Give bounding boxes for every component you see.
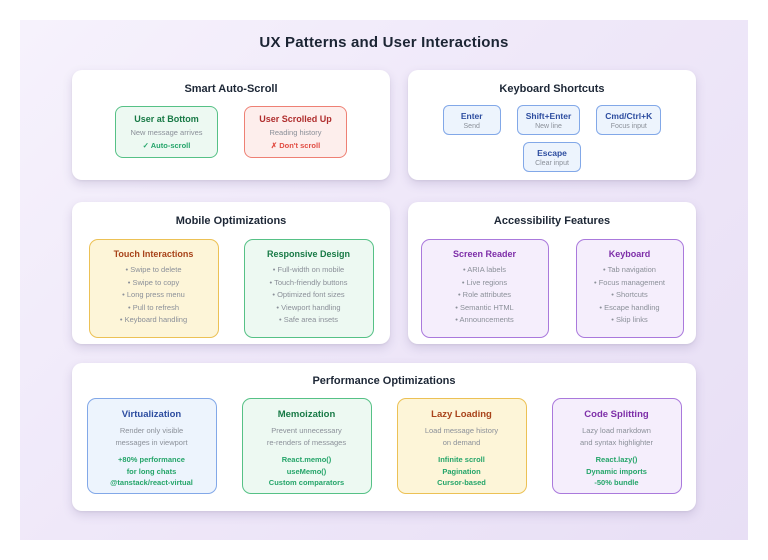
card-highlights: Infinite scroll Pagination Cursor-based xyxy=(437,454,486,489)
keyboard-cards-row-1: Enter Send Shift+Enter New line Cmd/Ctrl… xyxy=(442,105,662,135)
list-item: Touch-friendly buttons xyxy=(255,277,363,290)
panel-accessibility-features: Accessibility Features Screen Reader ARI… xyxy=(408,202,696,344)
panel-title: Performance Optimizations xyxy=(312,375,456,387)
card-desc-line: Prevent unnecessary xyxy=(271,426,342,435)
list-item: Tab navigation xyxy=(587,264,673,277)
card-desc-line: re-renders of messages xyxy=(266,437,347,447)
list-item: Semantic HTML xyxy=(432,302,538,315)
highlight-line: Custom comparators xyxy=(268,478,345,487)
card-desc-line: Lazy load markdown xyxy=(582,426,651,435)
card-title: Virtualization xyxy=(121,409,182,420)
highlight-line: useMemo() xyxy=(286,466,327,476)
highlight-line: React.memo() xyxy=(281,455,332,464)
card-user-at-bottom: User at Bottom New message arrives ✓ Aut… xyxy=(115,106,218,158)
keyboard-cards-row-2: Escape Clear input xyxy=(523,142,581,172)
card-title: Lazy Loading xyxy=(431,409,492,420)
list-item: Keyboard handling xyxy=(100,314,208,327)
smart-cards-row: User at Bottom New message arrives ✓ Aut… xyxy=(115,106,347,158)
card-title: Responsive Design xyxy=(266,249,351,259)
list-item: Full-width on mobile xyxy=(255,264,363,277)
list-item: Live regions xyxy=(432,277,538,290)
card-result: ✗ Don't scroll xyxy=(270,141,321,150)
card-keyboard-access: Keyboard Tab navigation Focus management… xyxy=(575,239,684,338)
highlight-line: Cursor-based xyxy=(437,478,486,487)
card-code-splitting: Code Splitting Lazy load markdown and sy… xyxy=(551,398,682,494)
card-desc-line: and syntax highlighter xyxy=(580,437,653,447)
highlight-line: React.lazy() xyxy=(595,455,638,464)
card-subtitle: New message arrives xyxy=(130,128,203,137)
key-name: Shift+Enter xyxy=(525,111,572,121)
key-action: Focus input xyxy=(610,123,647,130)
card-title: User at Bottom xyxy=(134,114,199,124)
list-item: Viewport handling xyxy=(255,302,363,315)
panel-title: Smart Auto-Scroll xyxy=(184,83,278,95)
card-result: ✓ Auto-scroll xyxy=(142,141,191,150)
mobile-cards-row: Touch Interactions Swipe to delete Swipe… xyxy=(88,239,374,338)
card-desc-line: Load message history xyxy=(424,426,499,435)
card-title: Memoization xyxy=(277,409,336,420)
key-card-cmd-ctrl-k: Cmd/Ctrl+K Focus input xyxy=(596,105,662,135)
card-subtitle: Reading history xyxy=(269,128,322,137)
highlight-line: Infinite scroll xyxy=(438,455,485,464)
card-title: Keyboard xyxy=(608,249,651,259)
key-name: Escape xyxy=(537,148,567,158)
card-screen-reader: Screen Reader ARIA labels Live regions R… xyxy=(420,239,549,338)
list-item: Role attributes xyxy=(432,289,538,302)
card-title: User Scrolled Up xyxy=(259,114,332,124)
card-desc-line: messages in viewport xyxy=(115,437,188,447)
highlight-line: +80% performance xyxy=(118,455,185,464)
key-name: Cmd/Ctrl+K xyxy=(605,111,653,121)
list-item: Escape handling xyxy=(587,302,673,315)
page-title: UX Patterns and User Interactions xyxy=(259,34,509,51)
panel-keyboard-shortcuts: Keyboard Shortcuts Enter Send Shift+Ente… xyxy=(408,70,696,180)
card-touch-interactions: Touch Interactions Swipe to delete Swipe… xyxy=(88,239,219,338)
list-item: Swipe to delete xyxy=(100,264,208,277)
panel-title: Mobile Optimizations xyxy=(175,215,287,227)
card-memoization: Memoization Prevent unnecessary re-rende… xyxy=(241,398,372,494)
highlight-line: for long chats xyxy=(126,466,177,476)
panel-performance-optimizations: Performance Optimizations Virtualization… xyxy=(72,363,696,511)
list-item: Skip links xyxy=(587,314,673,327)
card-title: Screen Reader xyxy=(452,249,517,259)
panel-title: Accessibility Features xyxy=(493,215,611,227)
list-item: Optimized font sizes xyxy=(255,289,363,302)
list-item: Focus management xyxy=(587,277,673,290)
list-item: Pull to refresh xyxy=(100,302,208,315)
card-responsive-design: Responsive Design Full-width on mobile T… xyxy=(243,239,374,338)
card-desc-line: Render only visible xyxy=(119,426,184,435)
panel-smart-auto-scroll: Smart Auto-Scroll User at Bottom New mes… xyxy=(72,70,390,180)
card-lazy-loading: Lazy Loading Load message history on dem… xyxy=(396,398,527,494)
card-highlights: +80% performance for long chats @tanstac… xyxy=(110,454,193,489)
card-highlights: React.memo() useMemo() Custom comparator… xyxy=(269,454,344,489)
card-user-scrolled-up: User Scrolled Up Reading history ✗ Don't… xyxy=(244,106,347,158)
list-item: Announcements xyxy=(432,314,538,327)
list-item: Safe area insets xyxy=(255,314,363,327)
card-title: Touch Interactions xyxy=(113,249,194,259)
highlight-line: -50% bundle xyxy=(594,478,639,487)
key-card-escape: Escape Clear input xyxy=(523,142,581,172)
list-item: Long press menu xyxy=(100,289,208,302)
key-action: Send xyxy=(463,123,480,130)
list-item: ARIA labels xyxy=(432,264,538,277)
panel-title: Keyboard Shortcuts xyxy=(499,83,605,95)
card-virtualization: Virtualization Render only visible messa… xyxy=(86,398,217,494)
highlight-line: @tanstack/react-virtual xyxy=(110,478,193,487)
performance-cards-row: Virtualization Render only visible messa… xyxy=(86,398,682,494)
accessibility-cards-row: Screen Reader ARIA labels Live regions R… xyxy=(420,239,684,338)
key-card-enter: Enter Send xyxy=(442,105,501,135)
card-desc-line: on demand xyxy=(442,437,481,447)
key-card-shift-enter: Shift+Enter New line xyxy=(516,105,581,135)
card-title: Code Splitting xyxy=(584,409,649,420)
list-item: Swipe to copy xyxy=(100,277,208,290)
key-name: Enter xyxy=(460,111,483,121)
key-action: Clear input xyxy=(535,160,569,167)
highlight-line: Pagination xyxy=(442,466,481,476)
diagram-background: UX Patterns and User Interactions Smart … xyxy=(20,20,748,540)
panel-mobile-optimizations: Mobile Optimizations Touch Interactions … xyxy=(72,202,390,344)
highlight-line: Dynamic imports xyxy=(586,466,647,476)
card-highlights: React.lazy() Dynamic imports -50% bundle xyxy=(586,454,647,489)
list-item: Shortcuts xyxy=(587,289,673,302)
key-action: New line xyxy=(535,123,562,130)
